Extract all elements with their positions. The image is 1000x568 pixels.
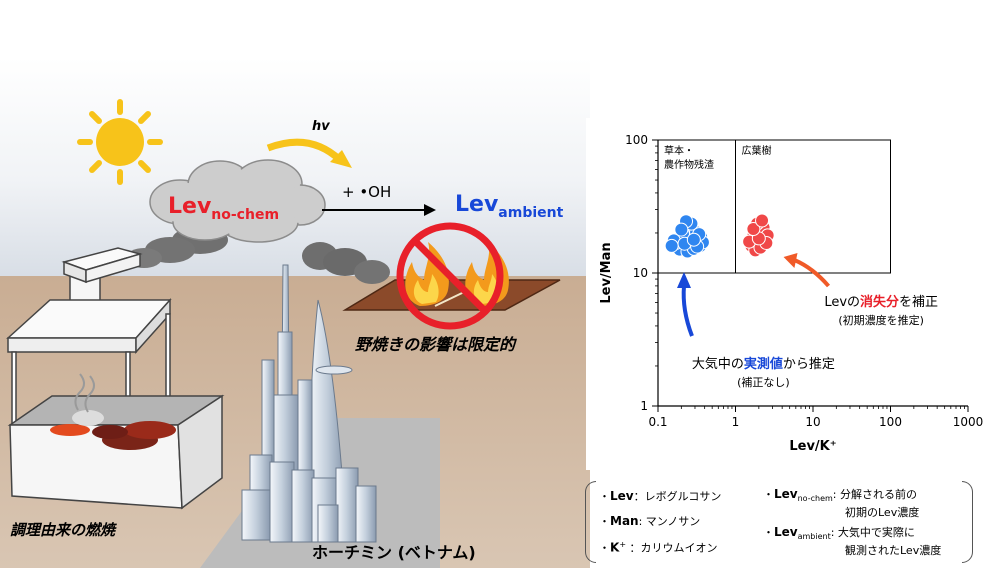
data-point-series-0	[674, 222, 689, 237]
blue-annotation-arrow-head	[677, 272, 691, 288]
region-label-0: 草本・	[664, 144, 694, 157]
blue-annotation-arrow	[681, 285, 694, 337]
oh-label: + •OH	[342, 183, 391, 201]
annotation-1-sub: (補正なし)	[737, 376, 790, 389]
legend-brace-left	[585, 481, 596, 563]
region-label-0-line2: 農作物残渣	[664, 158, 714, 171]
data-point-series-1	[755, 213, 770, 228]
x-tick-label: 100	[879, 415, 902, 429]
legend-item-man: ・Man: マンノサン	[599, 514, 701, 528]
region-label-1: 広葉樹	[742, 144, 772, 157]
x-tick-label: 1	[732, 415, 740, 429]
legend-item-lev: ・Lev：レボグルコサン	[599, 489, 722, 503]
lev-ambient-label: Levambient	[455, 192, 564, 221]
grill-smoke	[74, 373, 95, 413]
reaction-arrow-head	[424, 204, 436, 216]
red-annotation-arrow	[793, 258, 831, 288]
annotation-1: 大気中の実測値から推定	[692, 356, 835, 372]
legend-item-lev-nochem: ・Levno-chem: 分解される前の 初期のLev濃度	[763, 487, 920, 520]
y-tick-label: 1	[640, 399, 648, 413]
lev-nochem-label: Levno-chem	[168, 194, 279, 223]
y-axis-label: Lev/Man	[599, 242, 614, 303]
data-point-series-1	[746, 222, 761, 237]
light-arrow-head	[330, 150, 352, 168]
field-burning-caption: 野焼きの影響は限定的	[355, 335, 517, 354]
abbreviation-legend: ・Lev：レボグルコサン ・Man: マンノサン ・K+ ：カリウムイオン ・L…	[585, 481, 973, 563]
x-axis-label: Lev/K⁺	[789, 439, 836, 454]
legend-item-k: ・K+ ：カリウムイオン	[599, 540, 718, 555]
prohibited-icon	[396, 222, 504, 330]
city-skyline	[241, 264, 377, 543]
data-point-series-0	[686, 232, 701, 247]
city-caption: ホーチミン (ベトナム)	[312, 543, 476, 562]
x-tick-label: 1000	[953, 415, 984, 429]
fire-icon	[405, 242, 449, 306]
x-tick-label: 10	[805, 415, 820, 429]
lev-cloud	[149, 159, 326, 243]
y-tick-label: 10	[633, 266, 648, 280]
x-tick-label: 0.1	[648, 415, 667, 429]
annotation-0: Levの消失分を補正	[824, 294, 938, 310]
grill-coals	[50, 410, 176, 450]
hv-label: hv	[312, 119, 330, 134]
legend-brace-right	[962, 481, 973, 563]
data-point-series-0	[664, 238, 679, 253]
field-smoke	[302, 242, 390, 284]
y-tick-label: 100	[625, 133, 648, 147]
cooking-caption: 調理由来の燃焼	[10, 521, 117, 539]
legend-item-lev-ambient: ・Levambient: 大気中で実際に 観測されたLev濃度	[763, 525, 942, 558]
red-annotation-arrow-head	[783, 253, 798, 268]
light-arrow	[266, 138, 343, 163]
cooking-stall	[6, 247, 225, 510]
chart-background	[586, 118, 974, 470]
sun-icon	[77, 99, 163, 185]
annotation-0-sub: (初期濃度を推定)	[838, 313, 924, 327]
